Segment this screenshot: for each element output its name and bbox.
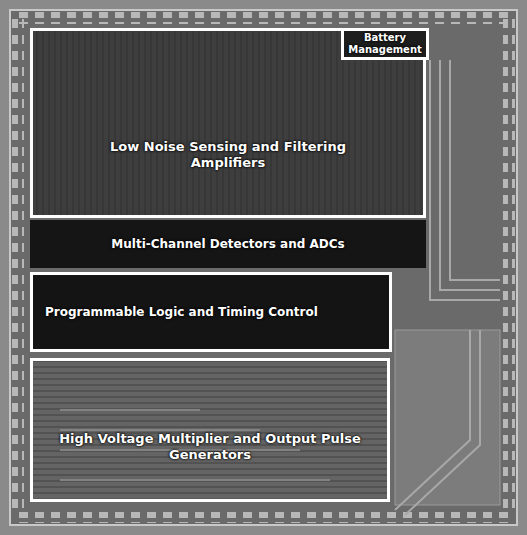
region-label: Programmable Logic and Timing Control — [45, 305, 318, 319]
region-band: Multi-Channel Detectors and ADCs — [30, 220, 426, 268]
region-label: High Voltage Multiplier and Output Pulse… — [45, 431, 375, 462]
region-box: Low Noise Sensing and Filtering Amplifie… — [30, 28, 426, 218]
region-label: Low Noise Sensing and Filtering Amplifie… — [78, 139, 378, 170]
region-label: Battery Management — [348, 32, 422, 56]
region-box: Programmable Logic and Timing Control — [30, 272, 392, 352]
region-box: High Voltage Multiplier and Output Pulse… — [30, 358, 390, 502]
region-label: Multi-Channel Detectors and ADCs — [111, 237, 344, 251]
region-box: Battery Management — [341, 28, 429, 60]
